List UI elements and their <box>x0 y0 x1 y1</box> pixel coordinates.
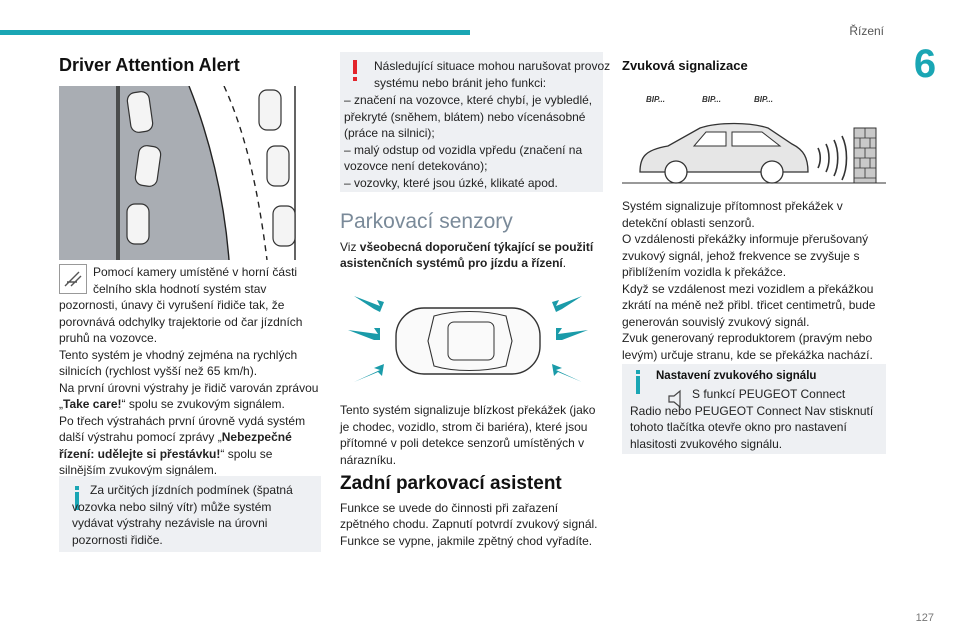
audible-p3: Když se vzdálenost mezi vozidlem a překá… <box>622 281 876 329</box>
driver-attention-text: Pomocí kamery umístěné v horní části čel… <box>59 264 321 479</box>
audible-settings-text: S funkcí PEUGEOT Connect Radio nebo PEUG… <box>630 387 874 451</box>
warning-item: – malý odstup od vozidla vpředu (značení… <box>344 142 583 174</box>
audible-signal-title: Zvuková signalizace <box>622 58 748 73</box>
audible-signal-illustration: BIP... BIP... BIP... <box>622 95 886 184</box>
info-box-audible-settings: Nastavení zvukového signálu S funkcí PEU… <box>622 364 886 454</box>
rear-parking-description: Funkce se uvede do činnosti při zařazení… <box>340 500 598 548</box>
info-icon <box>75 486 79 510</box>
parking-sensors-illustration <box>348 296 588 382</box>
parking-sensors-description: Tento systém signalizuje blízkost překáž… <box>340 403 596 467</box>
parking-description: Tento systém signalizuje blízkost překáž… <box>340 402 605 468</box>
audible-p1: Systém signalizuje přítomnost překážek v… <box>622 199 843 230</box>
header-accent-bar <box>0 30 470 35</box>
driver-attention-title: Driver Attention Alert <box>59 55 240 75</box>
audible-signal-section: Zvuková signalizace <box>622 58 886 75</box>
driver-attention-illustration <box>59 86 321 260</box>
speaker-icon <box>666 388 686 410</box>
parking-sensors-title: Parkovací senzory <box>340 210 513 233</box>
first-level-alert-text: Na první úrovni výstrahy je řidič varová… <box>59 380 319 412</box>
bip-label: BIP... <box>646 95 665 104</box>
section-name: Řízení <box>849 24 884 38</box>
info-icon <box>636 370 640 394</box>
audible-settings-title: Nastavení zvukového signálu <box>656 370 817 382</box>
camera-intro-text: Pomocí kamery umístěné v horní části čel… <box>59 265 303 345</box>
audible-p4: Zvuk generovaný reproduktorem (pravým ne… <box>622 331 873 362</box>
chapter-number: 6 <box>913 42 937 86</box>
info-road-text: Za určitých jízdních podmínek (špatná vo… <box>72 483 293 547</box>
rear-parking-title: Zadní parkovací asistent <box>340 473 562 494</box>
audible-p2: O vzdálenosti překážky informuje přerušo… <box>622 232 869 279</box>
bip-label: BIP... <box>754 95 773 104</box>
second-level-alert-text: Po třech výstrahách první úrovně vydá sy… <box>59 413 306 478</box>
speed-text: Tento systém je vhodný zejména na rychlý… <box>59 347 298 379</box>
info-box-road-conditions: Za určitých jízdních podmínek (špatná vo… <box>59 476 321 552</box>
parking-sensors-section: Parkovací senzory Viz všeobecná doporuče… <box>340 210 605 272</box>
parking-sensors-reference: Viz všeobecná doporučení týkající se pou… <box>340 239 594 271</box>
bip-label: BIP... <box>702 95 721 104</box>
rear-parking-section: Zadní parkovací asistent Funkce se uvede… <box>340 473 605 549</box>
warning-item: – značení na vozovce, které chybí, je vy… <box>344 93 593 140</box>
warning-box: Následující situace mohou narušovat prov… <box>340 52 610 192</box>
audible-signal-text: Systém signalizuje přítomnost překážek v… <box>622 198 886 363</box>
page-number: 127 <box>915 612 934 624</box>
warning-icon <box>353 60 357 81</box>
warning-intro: Následující situace mohou narušovat prov… <box>374 59 611 90</box>
column-1: Driver Attention Alert <box>59 55 321 75</box>
camera-icon <box>59 264 87 294</box>
warning-item: – vozovky, které jsou úzké, klikaté apod… <box>344 175 558 190</box>
